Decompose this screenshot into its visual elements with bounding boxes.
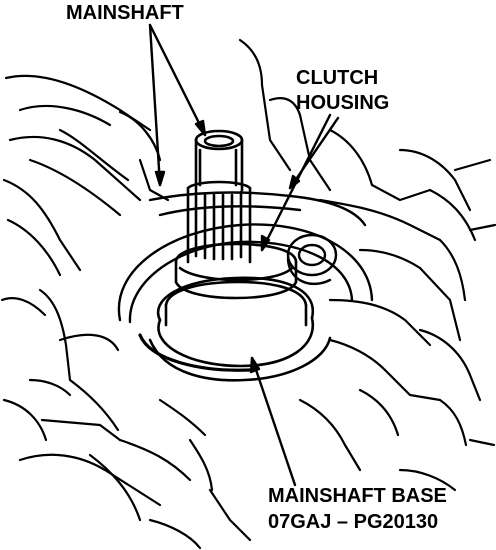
- arrowhead-mainshaft-b: [154, 170, 166, 187]
- housing-casting: [0, 38, 496, 550]
- label-clutch-housing: CLUTCH HOUSING: [296, 66, 389, 116]
- label-mainshaft: MAINSHAFT: [66, 2, 184, 24]
- leader-mainshaft-a: [148, 23, 207, 137]
- leader-clutch-b: [288, 116, 340, 190]
- housing-boss: [286, 233, 338, 285]
- arrowhead-clutch-a: [260, 234, 271, 252]
- label-clutch-housing-line2: HOUSING: [296, 92, 390, 114]
- leader-lines: [148, 23, 340, 487]
- leader-base: [250, 356, 297, 487]
- mainshaft-base-tool: [138, 276, 332, 382]
- arrowhead-clutch-b: [288, 174, 301, 190]
- label-mainshaft-base-line1: MAINSHAFT BASE: [268, 485, 447, 507]
- housing-bore: [117, 191, 374, 324]
- arrowhead-base: [249, 356, 261, 374]
- label-mainshaft-base: MAINSHAFT BASE 07GAJ – PG20130: [268, 483, 447, 535]
- label-tool-part-number: 07GAJ – PG20130: [268, 511, 439, 533]
- label-clutch-housing-line1: CLUTCH: [296, 67, 379, 89]
- arrowhead-mainshaft-a: [194, 119, 207, 137]
- leader-mainshaft-b: [148, 23, 162, 187]
- mainshaft-shaft: [174, 129, 298, 300]
